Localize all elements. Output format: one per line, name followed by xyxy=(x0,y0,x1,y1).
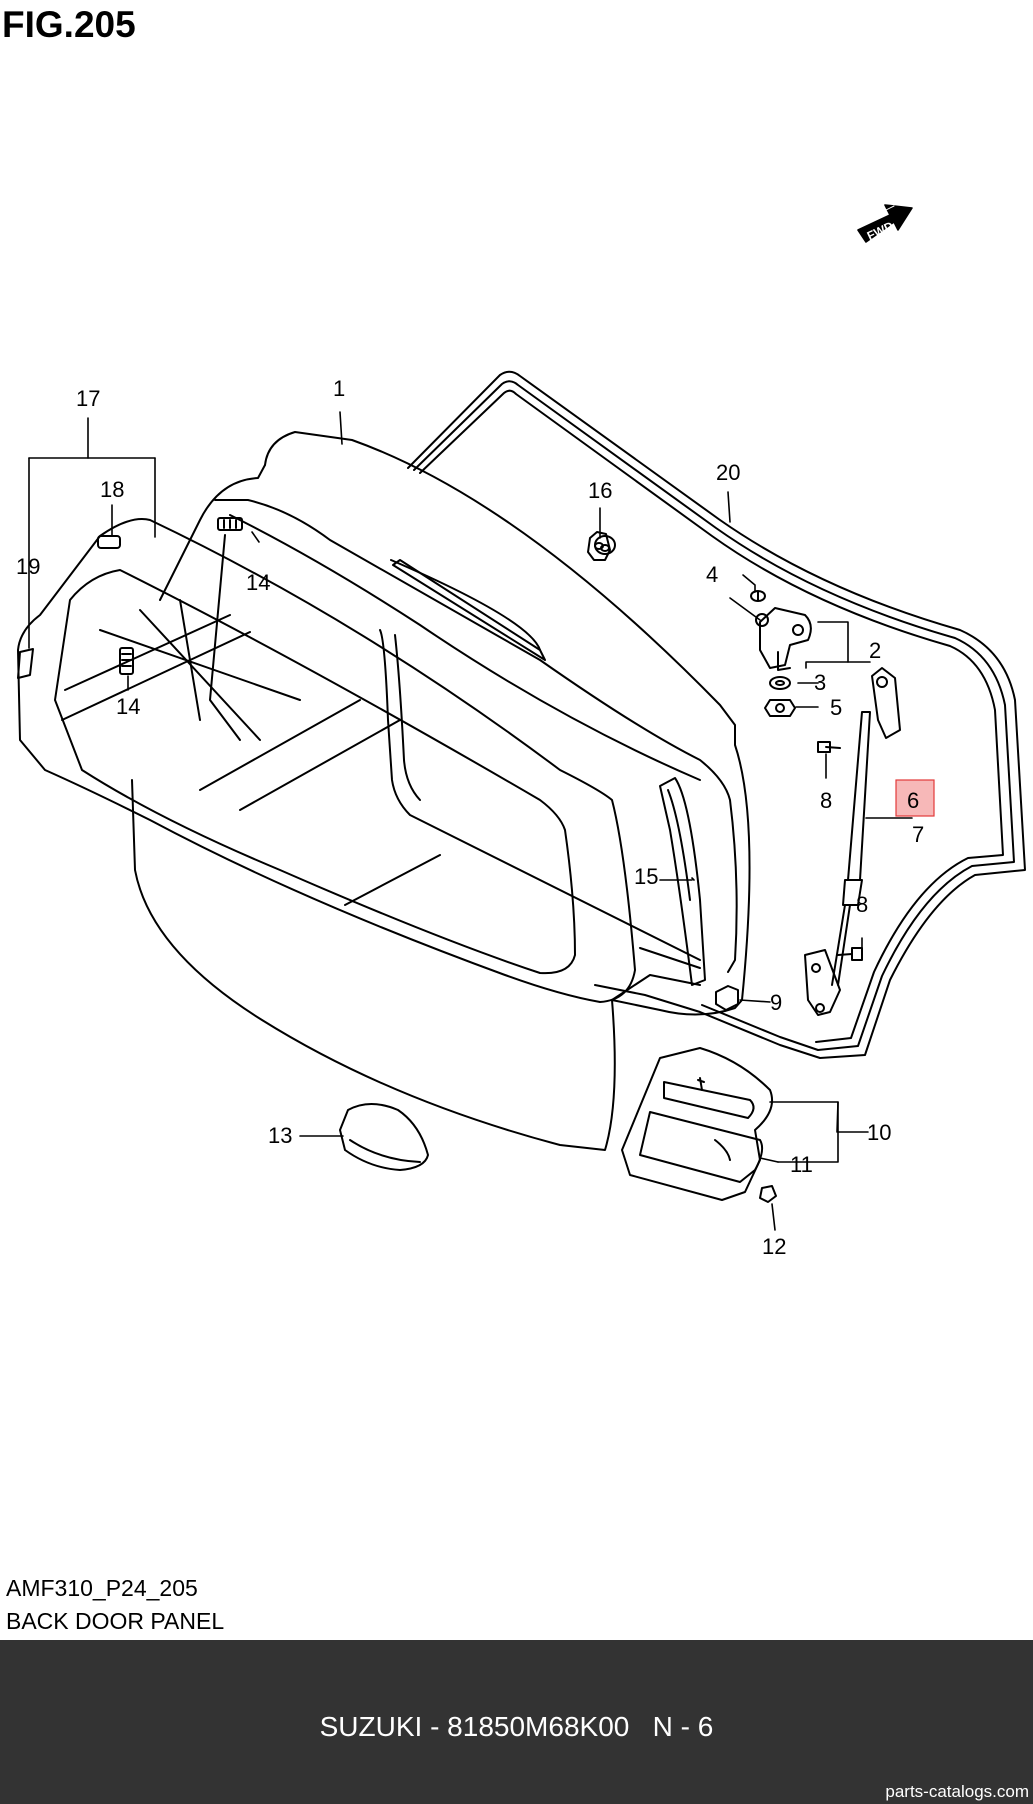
callout-4[interactable]: 4 xyxy=(706,562,718,587)
callout-6[interactable]: 6 xyxy=(907,788,919,813)
door-bumper xyxy=(715,985,739,1011)
figure-title: FIG.205 xyxy=(2,4,136,45)
license-lamp xyxy=(339,1103,429,1171)
callout-3[interactable]: 3 xyxy=(814,670,826,695)
fwd-arrow-icon xyxy=(857,204,913,243)
diagram-code: AMF310_P24_205 xyxy=(6,1575,198,1601)
back-door-panel xyxy=(131,431,751,1151)
callout-11[interactable]: 11 xyxy=(790,1152,813,1177)
license-garnish xyxy=(621,1047,774,1201)
callout-5[interactable]: 5 xyxy=(830,695,842,720)
back-door-glass xyxy=(17,518,636,1003)
part-number-label: SUZUKI - 81850M68K00 N - 6 xyxy=(319,1711,714,1742)
callout-15[interactable]: 15 xyxy=(634,864,658,889)
callout-9[interactable]: 9 xyxy=(770,990,782,1015)
glass-clip-19 xyxy=(17,648,34,679)
damper-bolt xyxy=(817,741,863,961)
fwd-label: FWD xyxy=(865,219,896,243)
high-mount-stop-lamp xyxy=(390,559,541,651)
footer-bar: SUZUKI - 81850M68K00 N - 6 parts-catalog… xyxy=(0,1640,1033,1804)
callout-17[interactable]: 17 xyxy=(76,386,100,411)
garnish-screw xyxy=(759,1185,777,1203)
trim-clip xyxy=(587,531,611,561)
callout-8a[interactable]: 8 xyxy=(820,788,832,813)
watermark: parts-catalogs.com xyxy=(885,1782,1029,1801)
leader-lines xyxy=(28,411,913,1231)
callout-14b[interactable]: 14 xyxy=(116,694,140,719)
callout-10[interactable]: 10 xyxy=(867,1120,891,1145)
defogger-terminal xyxy=(119,517,243,675)
callout-16[interactable]: 16 xyxy=(588,478,612,503)
callout-14a[interactable]: 14 xyxy=(246,570,270,595)
callout-20[interactable]: 20 xyxy=(716,460,740,485)
back-door-damper xyxy=(804,667,901,1016)
callout-2[interactable]: 2 xyxy=(869,638,881,663)
parts-diagram: FWD 1 2 3 4 5 6 7 8 8 9 10 11 12 13 14 1… xyxy=(16,204,1026,1259)
callout-12[interactable]: 12 xyxy=(762,1234,786,1259)
weatherstrip-seal xyxy=(407,370,1026,1059)
callout-19[interactable]: 19 xyxy=(16,554,40,579)
callout-18[interactable]: 18 xyxy=(100,477,124,502)
callout-13[interactable]: 13 xyxy=(268,1123,292,1148)
glass-clip-18 xyxy=(97,535,121,549)
highlight-box xyxy=(895,779,935,817)
side-seal-strip xyxy=(659,777,706,986)
diagram-name: BACK DOOR PANEL xyxy=(6,1608,225,1634)
callout-7[interactable]: 7 xyxy=(912,822,924,847)
callout-1[interactable]: 1 xyxy=(333,376,345,401)
callout-8b[interactable]: 8 xyxy=(856,892,868,917)
hinge-assembly xyxy=(594,535,812,717)
